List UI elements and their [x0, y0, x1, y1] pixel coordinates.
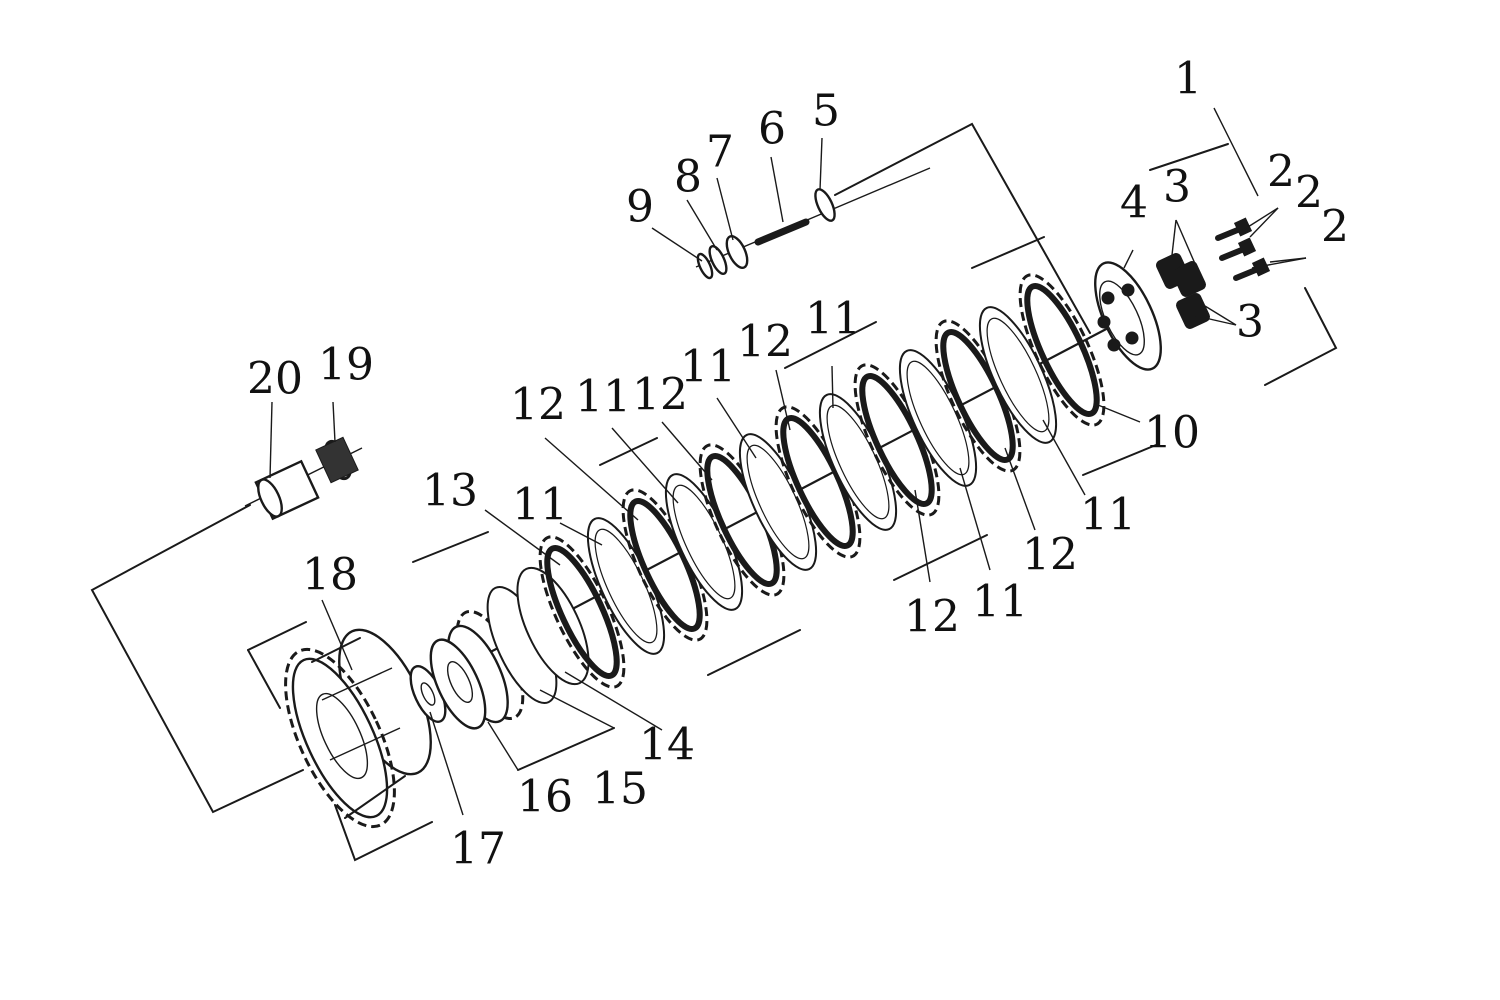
- push-rod-parts: [696, 188, 836, 280]
- callout-15: 15: [592, 764, 648, 815]
- callout-1: 1: [1174, 54, 1202, 105]
- callout-11d: 11: [805, 294, 861, 345]
- callout-numbers: 1 2 2 2 3 3 4 5 6 7 8 9 10 11 11 11 11 1…: [247, 54, 1349, 875]
- bearing-collar: [254, 459, 320, 521]
- callout-18: 18: [302, 550, 358, 601]
- callout-2c: 2: [1321, 202, 1349, 253]
- callout-20: 20: [247, 354, 303, 405]
- callout-12d: 12: [1022, 530, 1078, 581]
- callout-5: 5: [812, 86, 840, 137]
- friction-plate: [1018, 273, 1106, 427]
- callout-19: 19: [318, 340, 374, 391]
- callout-3b: 3: [1236, 297, 1264, 348]
- clutch-springs: [1156, 253, 1210, 329]
- clutch-hub: [429, 609, 525, 730]
- callout-7: 7: [706, 127, 734, 178]
- callout-12a: 12: [510, 380, 566, 431]
- assembly-brackets: [90, 122, 1338, 862]
- leader-lines: [269, 107, 1307, 816]
- spring-seat: [516, 566, 590, 686]
- clutch-bolts: [1215, 217, 1271, 281]
- callout-16: 16: [517, 772, 573, 823]
- callout-17: 17: [450, 824, 506, 875]
- callout-11a: 11: [512, 480, 568, 531]
- callout-10: 10: [1144, 408, 1200, 459]
- callout-11c: 11: [680, 342, 736, 393]
- callout-12c: 12: [737, 317, 793, 368]
- clutch-plate-stack: [538, 273, 1106, 689]
- steel-plate: [738, 433, 818, 571]
- callout-12b: 12: [632, 370, 688, 421]
- pressure-plate: [1094, 261, 1162, 371]
- callout-2b: 2: [1295, 168, 1323, 219]
- callout-13: 13: [422, 466, 478, 517]
- callout-3a: 3: [1163, 162, 1191, 213]
- callout-9: 9: [626, 182, 654, 233]
- callout-2a: 2: [1267, 147, 1295, 198]
- callout-11f: 11: [972, 577, 1028, 628]
- callout-14: 14: [639, 720, 695, 771]
- needle-bearing: [315, 436, 359, 484]
- clutch-housing: [284, 628, 432, 829]
- callout-4: 4: [1120, 178, 1148, 229]
- callout-11b: 11: [575, 372, 631, 423]
- callout-6: 6: [758, 104, 786, 155]
- callout-8: 8: [674, 152, 702, 203]
- callout-12e: 12: [904, 592, 960, 643]
- callout-11e: 11: [1080, 490, 1136, 541]
